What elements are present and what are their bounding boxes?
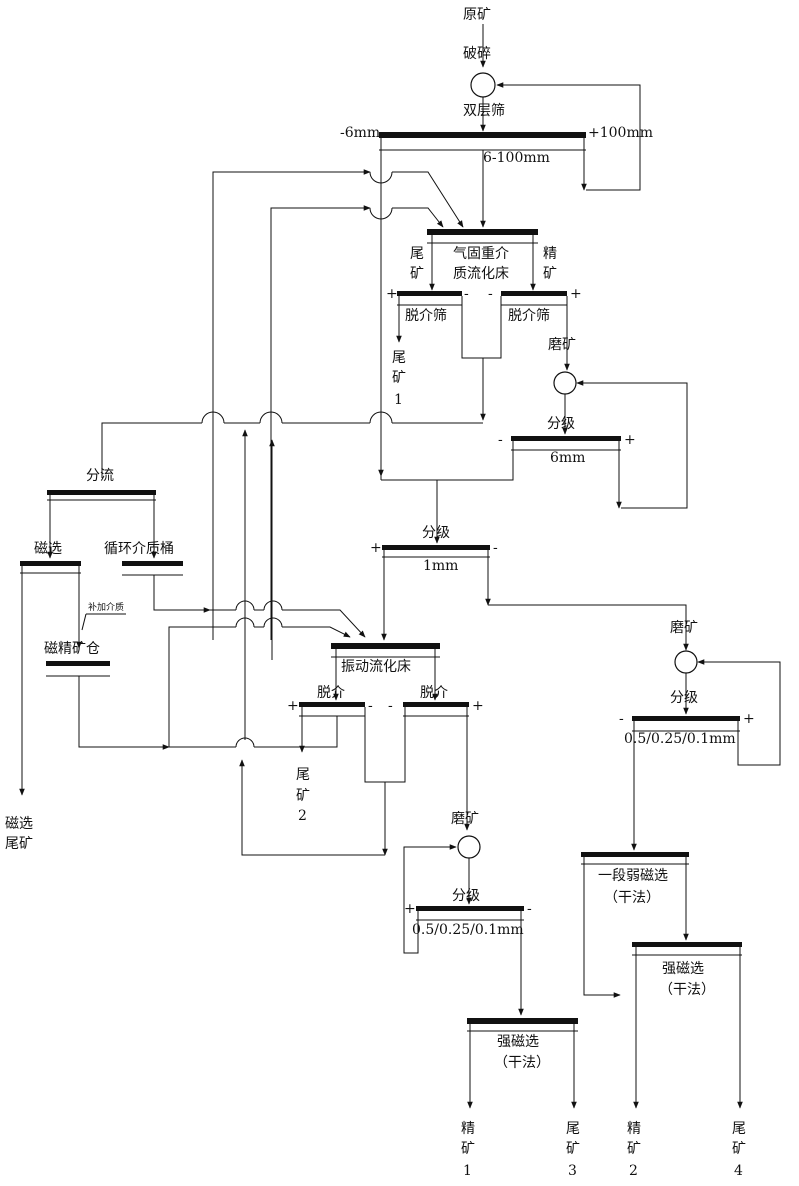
svg-text:-: -	[498, 432, 503, 448]
crusher-symbol	[471, 73, 495, 97]
svg-text:循环介质桶: 循环介质桶	[104, 541, 174, 557]
plus100-label: +100mm	[588, 125, 653, 141]
svg-text:尾: 尾	[296, 767, 310, 783]
svg-text:强磁选: 强磁选	[662, 961, 704, 977]
svg-text:一段弱磁选: 一段弱磁选	[598, 868, 668, 884]
circulating-medium-tank	[122, 561, 183, 566]
svg-text:磨矿: 磨矿	[670, 620, 698, 636]
split-unit	[47, 490, 156, 495]
svg-text:尾: 尾	[566, 1121, 580, 1137]
classifier-fine-2	[632, 716, 740, 721]
svg-text:矿: 矿	[732, 1141, 746, 1157]
svg-text:尾: 尾	[392, 350, 406, 366]
svg-text:脱介: 脱介	[420, 685, 448, 701]
svg-text:1: 1	[394, 392, 403, 408]
minus6-label: -6mm	[340, 125, 380, 141]
gas-solid-bed-top	[427, 229, 538, 235]
svg-text:精: 精	[461, 1121, 475, 1137]
svg-text:精: 精	[627, 1121, 641, 1137]
svg-text:分级: 分级	[670, 690, 698, 706]
svg-text:分级: 分级	[452, 888, 480, 904]
svg-text:0.5/0.25/0.1mm: 0.5/0.25/0.1mm	[624, 731, 736, 747]
gas-solid-bed-label-2: 质流化床	[453, 266, 509, 282]
svg-text:+: +	[287, 698, 299, 714]
svg-text:强磁选: 强磁选	[497, 1034, 539, 1050]
svg-text:分流: 分流	[86, 468, 114, 484]
svg-text:磁选: 磁选	[5, 816, 33, 832]
svg-text:矿: 矿	[543, 266, 557, 282]
svg-text:（干法）: （干法）	[494, 1055, 550, 1071]
svg-text:尾: 尾	[410, 246, 424, 262]
dewater-screen-left	[397, 291, 462, 296]
magnetic-separator	[20, 561, 81, 566]
svg-text:4: 4	[734, 1163, 743, 1179]
svg-text:1mm: 1mm	[423, 558, 458, 574]
strong-magnetic-separator-2	[632, 942, 742, 947]
dewater-screen-right	[501, 291, 567, 296]
svg-text:分级: 分级	[422, 525, 450, 541]
size-6-100-label: 6-100mm	[483, 150, 550, 166]
svg-text:矿: 矿	[566, 1141, 580, 1157]
strong-magnetic-separator-1	[467, 1018, 578, 1024]
svg-text:2: 2	[629, 1163, 638, 1179]
svg-text:+: +	[386, 286, 398, 302]
svg-text:3: 3	[568, 1163, 577, 1179]
svg-text:+: +	[743, 711, 755, 727]
svg-text:6mm: 6mm	[550, 450, 585, 466]
svg-text:精: 精	[543, 246, 557, 262]
svg-text:矿: 矿	[461, 1141, 475, 1157]
feed-label: 原矿	[463, 7, 491, 23]
svg-text:+: +	[570, 286, 582, 302]
svg-text:（干法）: （干法）	[659, 982, 715, 998]
svg-text:+: +	[624, 432, 636, 448]
magnetic-concentrate-bin	[46, 661, 110, 666]
svg-text:尾: 尾	[732, 1121, 746, 1137]
classifier-1mm	[382, 545, 490, 550]
svg-text:+: +	[370, 540, 382, 556]
svg-text:矿: 矿	[392, 370, 406, 386]
svg-text:磨矿: 磨矿	[548, 337, 576, 353]
grinding-mill-1	[554, 372, 576, 394]
svg-text:-: -	[464, 286, 469, 302]
svg-text:矿: 矿	[410, 266, 424, 282]
svg-text:（干法）: （干法）	[604, 890, 660, 906]
vibrating-fluidized-bed	[331, 643, 440, 649]
svg-text:矿: 矿	[627, 1141, 641, 1157]
classifier-fine-1	[416, 906, 524, 911]
svg-text:-: -	[619, 711, 624, 727]
svg-text:脱介筛: 脱介筛	[508, 308, 550, 324]
svg-text:0.5/0.25/0.1mm: 0.5/0.25/0.1mm	[412, 922, 524, 938]
svg-text:尾矿: 尾矿	[5, 836, 33, 852]
svg-text:1: 1	[463, 1163, 472, 1179]
svg-text:磁精矿仓: 磁精矿仓	[44, 641, 100, 657]
classifier-6mm	[511, 436, 621, 441]
svg-text:脱介: 脱介	[317, 685, 345, 701]
grinding-mill-2	[675, 651, 697, 673]
svg-text:+: +	[404, 901, 416, 917]
svg-text:-: -	[388, 698, 393, 714]
svg-text:磨矿: 磨矿	[451, 811, 479, 827]
weak-magnetic-separator	[581, 852, 689, 857]
crushing-label: 破碎	[463, 46, 491, 62]
svg-text:矿: 矿	[296, 788, 310, 804]
svg-text:补加介质: 补加介质	[88, 601, 124, 613]
double-screen-deck-top	[379, 132, 586, 138]
svg-text:磁选: 磁选	[34, 541, 62, 557]
svg-text:脱介筛: 脱介筛	[405, 308, 447, 324]
grinding-mill-3	[458, 836, 480, 858]
svg-text:-: -	[488, 286, 493, 302]
svg-text:-: -	[368, 698, 373, 714]
svg-text:+: +	[472, 698, 484, 714]
double-screen-label: 双层筛	[463, 103, 505, 119]
svg-text:2: 2	[298, 808, 307, 824]
svg-text:振动流化床: 振动流化床	[341, 659, 411, 675]
gas-solid-bed-label-1: 气固重介	[453, 246, 509, 262]
svg-text:-: -	[493, 540, 498, 556]
svg-text:分级: 分级	[547, 416, 575, 432]
svg-text:-: -	[527, 901, 532, 917]
